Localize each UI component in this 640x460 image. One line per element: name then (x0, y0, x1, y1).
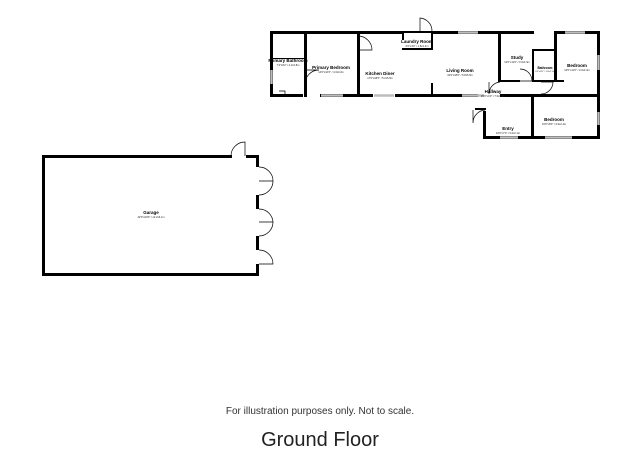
room-dims-living-room: 19'0"x18'0" / 5.8x5.5m (447, 73, 473, 77)
room-dims-entry: 10'0"x7'0" / 3.0x2.1m (496, 131, 520, 135)
room-dims-bathroom: 6'0"x9'0" / 1.8x2.7m (535, 71, 554, 73)
room-dims-garage: 40'0"x20'0" / 12.2x6.1m (137, 215, 164, 219)
door-swings (279, 17, 554, 124)
room-name-hallway: Hallway (485, 89, 502, 94)
room-name-bedroom-1: Bedroom (567, 63, 587, 68)
room-name-living-room: Living Room (446, 68, 473, 73)
room-name-study: Study (511, 55, 524, 60)
room-dims-bedroom-1: 10'0"x11'0" / 3.0x3.4m (564, 68, 589, 72)
room-dims-kitchen-diner: 17'0"x18'0" / 5.2x5.5m (367, 76, 393, 80)
room-dims-primary-bedroom: 14'0"x10'6" / 4.3x3.2m (318, 70, 344, 74)
room-labels: Primary Bathroom 7'4"x9'2" / 2.2x2.8m Pr… (137, 39, 589, 219)
room-dims-study: 10'0"x11'0" / 3.0x3.4m (504, 60, 529, 64)
room-dims-bedroom-2: 16'0"x8'0" / 4.9x2.4m (542, 122, 566, 126)
room-name-entry: Entry (502, 126, 514, 131)
room-name-garage: Garage (143, 210, 159, 215)
room-dims-hallway: 25'0"x4'0" / 7.6x1.2m (481, 94, 505, 98)
room-name-bedroom-2: Bedroom (544, 117, 564, 122)
room-dims-primary-bathroom: 7'4"x9'2" / 2.2x2.8m (277, 63, 300, 67)
floor-title: Ground Floor (261, 429, 379, 451)
disclaimer-text: For illustration purposes only. Not to s… (225, 406, 415, 417)
room-dims-laundry-room: 6'0"x4'0" / 1.8x1.2m (406, 44, 429, 48)
room-name-primary-bathroom: Primary Bathroom (268, 58, 307, 63)
window-set (270, 31, 600, 139)
room-name-bathroom: Bathroom (537, 66, 552, 70)
room-name-primary-bedroom: Primary Bedroom (312, 65, 350, 70)
garage-doors (230, 141, 274, 265)
garage-walls (42, 155, 259, 276)
room-name-laundry-room: Laundry Room (401, 39, 433, 44)
room-name-kitchen-diner: Kitchen Diner (365, 71, 395, 76)
